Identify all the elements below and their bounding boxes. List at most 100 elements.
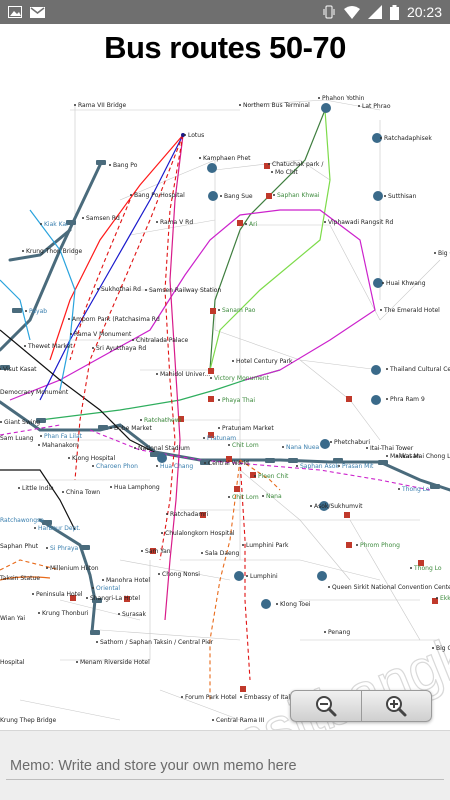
map-label-prasan_mit[interactable]: Prasan Mit	[342, 463, 374, 470]
map-label-taksin_statue[interactable]: Taksin Statue	[0, 575, 40, 582]
map-label-giant[interactable]: Giant Swing	[4, 419, 40, 426]
map-label-phahon[interactable]: Phahon Yothin	[322, 95, 365, 102]
map-label-ari[interactable]: Ari	[249, 221, 258, 228]
map-label-sala_daeng[interactable]: Sala Daeng	[205, 550, 240, 557]
map-label-samsen[interactable]: Samsen Rd	[86, 215, 120, 222]
map-label-century[interactable]: Hotel Century Park	[236, 358, 293, 365]
map-label-phaya[interactable]: Phaya Thai	[222, 397, 255, 404]
map-label-wat_mai[interactable]: Wat Mai Chong Lo	[400, 453, 450, 460]
map-label-hua_chang[interactable]: Hua Chang	[160, 463, 193, 470]
map-label-chit_lom_t[interactable]: Chit Lom	[232, 442, 259, 449]
map-label-phra_ram9[interactable]: Phra Ram 9	[390, 396, 425, 403]
map-label-mahidol[interactable]: Mahidol Univer...	[160, 371, 210, 378]
map-label-menam[interactable]: Menam Riverside Hotel	[80, 659, 150, 666]
map-label-krung_thonburi[interactable]: Krung Thonburi	[42, 610, 89, 617]
map-label-national[interactable]: National Stadium	[138, 445, 190, 452]
map-label-itai[interactable]: Itai-Thai Tower	[370, 445, 414, 452]
map-label-chong_nonsi[interactable]: Chong Nonsi	[162, 571, 200, 578]
map-label-thong_lo[interactable]: Thong Lo	[401, 486, 430, 493]
map-label-shangri[interactable]: Shangri-La Hotel	[90, 595, 140, 602]
map-label-asok[interactable]: Asok/Sukhumvit	[314, 503, 363, 510]
map-label-mahanakorn[interactable]: Mahanakorn	[42, 442, 79, 449]
map-label-millenium[interactable]: Millenium Hilton	[50, 565, 99, 572]
map-label-phetchaburi[interactable]: Phetchaburi	[334, 439, 370, 446]
map-label-klong_hosp[interactable]: Klong Hospital	[72, 455, 116, 462]
memo-input[interactable]	[10, 758, 440, 774]
map-label-surasak[interactable]: Surasak	[122, 611, 147, 618]
map-label-ratcha_wong[interactable]: Ratchawongse	[0, 517, 44, 524]
map-label-wian_yai[interactable]: Wian Yai	[0, 615, 25, 622]
map-label-si_phraya[interactable]: Si Phraya	[50, 545, 78, 552]
map-label-central_world[interactable]: Central World	[208, 460, 249, 467]
map-label-huai[interactable]: Huai Khwang	[386, 280, 426, 287]
map-label-krung_thep[interactable]: Krung Thep Bridge	[0, 717, 56, 724]
map-label-lotus[interactable]: Lotus	[188, 132, 204, 139]
map-label-sam_yan[interactable]: Sam Yan	[145, 548, 171, 555]
map-label-northern_bus[interactable]: Northern Bus Terminal	[243, 102, 310, 109]
map-label-panfa[interactable]: Phan Fa Lilat	[44, 433, 83, 440]
map-label-chatuchak[interactable]: Chatuchak park /	[272, 161, 324, 168]
map-label-ratchadaphisek[interactable]: Ratchadaphisek	[384, 135, 432, 142]
map-label-peninsula[interactable]: Peninsula Hotel	[36, 591, 83, 598]
map-label-saphan_asok[interactable]: Saphan Asok	[300, 463, 339, 470]
map-label-samsen_rail[interactable]: Samsen Railway Station	[149, 287, 221, 294]
map-label-bangpo[interactable]: Bang Po	[113, 162, 138, 169]
map-label-ratchathewi[interactable]: Ratchathewi	[144, 417, 182, 424]
map-label-nana[interactable]: Nana	[266, 493, 282, 500]
map-label-ampon[interactable]: Amporn Park (Ratchasima Rd	[72, 316, 160, 323]
map-label-thai_cultural[interactable]: Thailand Cultural Center	[389, 366, 450, 373]
map-label-qs_sirikit[interactable]: Queen Sirkit National Convention Center	[332, 584, 450, 591]
map-label-manohra[interactable]: Manohra Hotel	[106, 577, 150, 584]
map-label-central_rama3[interactable]: Central Rama III	[216, 717, 264, 724]
map-label-payab[interactable]: Payab	[29, 308, 47, 315]
map-label-rama5[interactable]: Rama V Rd	[160, 219, 193, 226]
map-label-bigc2[interactable]: Big C	[436, 645, 450, 652]
map-label-little_india[interactable]: Little India	[22, 485, 54, 492]
map-label-kamphaen[interactable]: Kamphaen Phet	[203, 155, 251, 162]
map-label-sri_ayutthaya[interactable]: Sri Ayutthaya Rd	[96, 345, 146, 352]
map-label-bangsue[interactable]: Bang Sue	[224, 193, 253, 200]
map-label-thong_lo2[interactable]: Thong Lo	[413, 565, 442, 572]
map-label-ekkamai[interactable]: Ekkamai	[440, 595, 450, 602]
map-label-mochit[interactable]: Mo Chit	[275, 169, 298, 176]
map-label-pratunam_mk[interactable]: Pratunam Market	[222, 425, 274, 432]
map-label-krungthon[interactable]: Krung Thon Bridge	[26, 248, 82, 255]
map-label-lat_phrao[interactable]: Lat Phrao	[362, 103, 391, 110]
map-label-hua_lamphong[interactable]: Hua Lamphong	[114, 484, 160, 491]
zoom-out-button[interactable]	[291, 691, 361, 721]
map-label-victory[interactable]: Victory Monument	[214, 375, 270, 382]
map-label-bobe[interactable]: Bobe Market	[114, 425, 152, 432]
map-label-ratchadamri[interactable]: Ratchadamri	[170, 511, 209, 518]
map-label-visut[interactable]: Visut Kasat	[3, 366, 37, 373]
map-label-phrom_phong[interactable]: Phrom Phong	[360, 542, 400, 549]
map-label-rama5mon[interactable]: Rama V Monument	[74, 331, 132, 338]
map-label-sathorn[interactable]: Sathorn / Saphan Taksin / Central Pier	[100, 639, 214, 646]
map-label-pratunam[interactable]: Pratunam	[207, 435, 236, 442]
map-label-bangpo_hosp[interactable]: Bang Po Hospital	[134, 192, 185, 199]
map-label-klong_toei[interactable]: Klong Toei	[280, 601, 311, 608]
map-label-thewet[interactable]: Thewet Market	[27, 343, 73, 350]
map-label-bigc1[interactable]: Big C	[438, 250, 450, 257]
map-label-chit_lom_b[interactable]: Chit Lom	[232, 494, 259, 501]
map-label-emerald[interactable]: The Emerald Hotel	[383, 307, 440, 314]
map-label-democracy[interactable]: Democracy Monument	[0, 389, 69, 396]
map-label-saphan_khwai[interactable]: Saphan Khwai	[277, 192, 320, 199]
map-label-embassy[interactable]: Embassy of Italy	[244, 694, 294, 701]
map-label-hospital[interactable]: Hospital	[0, 659, 25, 666]
map-label-sanampao[interactable]: Sanam Pao	[222, 307, 256, 314]
map-label-kiak[interactable]: Kiak Kai	[44, 221, 68, 228]
map-label-harbour[interactable]: Harbour Dept.	[38, 525, 81, 532]
map-label-rama7[interactable]: Rama VII Bridge	[78, 102, 127, 109]
map-label-makkasan[interactable]: Makkasan	[390, 453, 420, 460]
map-label-oriental[interactable]: Oriental	[96, 585, 120, 592]
map-label-lumphini[interactable]: Lumphini	[250, 573, 278, 580]
map-label-charoen[interactable]: Charoen Phon	[96, 463, 138, 470]
map-label-chula[interactable]: Chulalongkorn Hospital	[165, 530, 235, 537]
map-label-forum[interactable]: Forum Park Hotel	[185, 694, 237, 701]
map-label-penang[interactable]: Penang	[328, 629, 350, 636]
map-label-china_town[interactable]: China Town	[66, 489, 100, 496]
map-label-sutthisan[interactable]: Sutthisan	[388, 193, 417, 200]
map-label-ploen_chit[interactable]: Ploen Chit	[258, 473, 289, 480]
